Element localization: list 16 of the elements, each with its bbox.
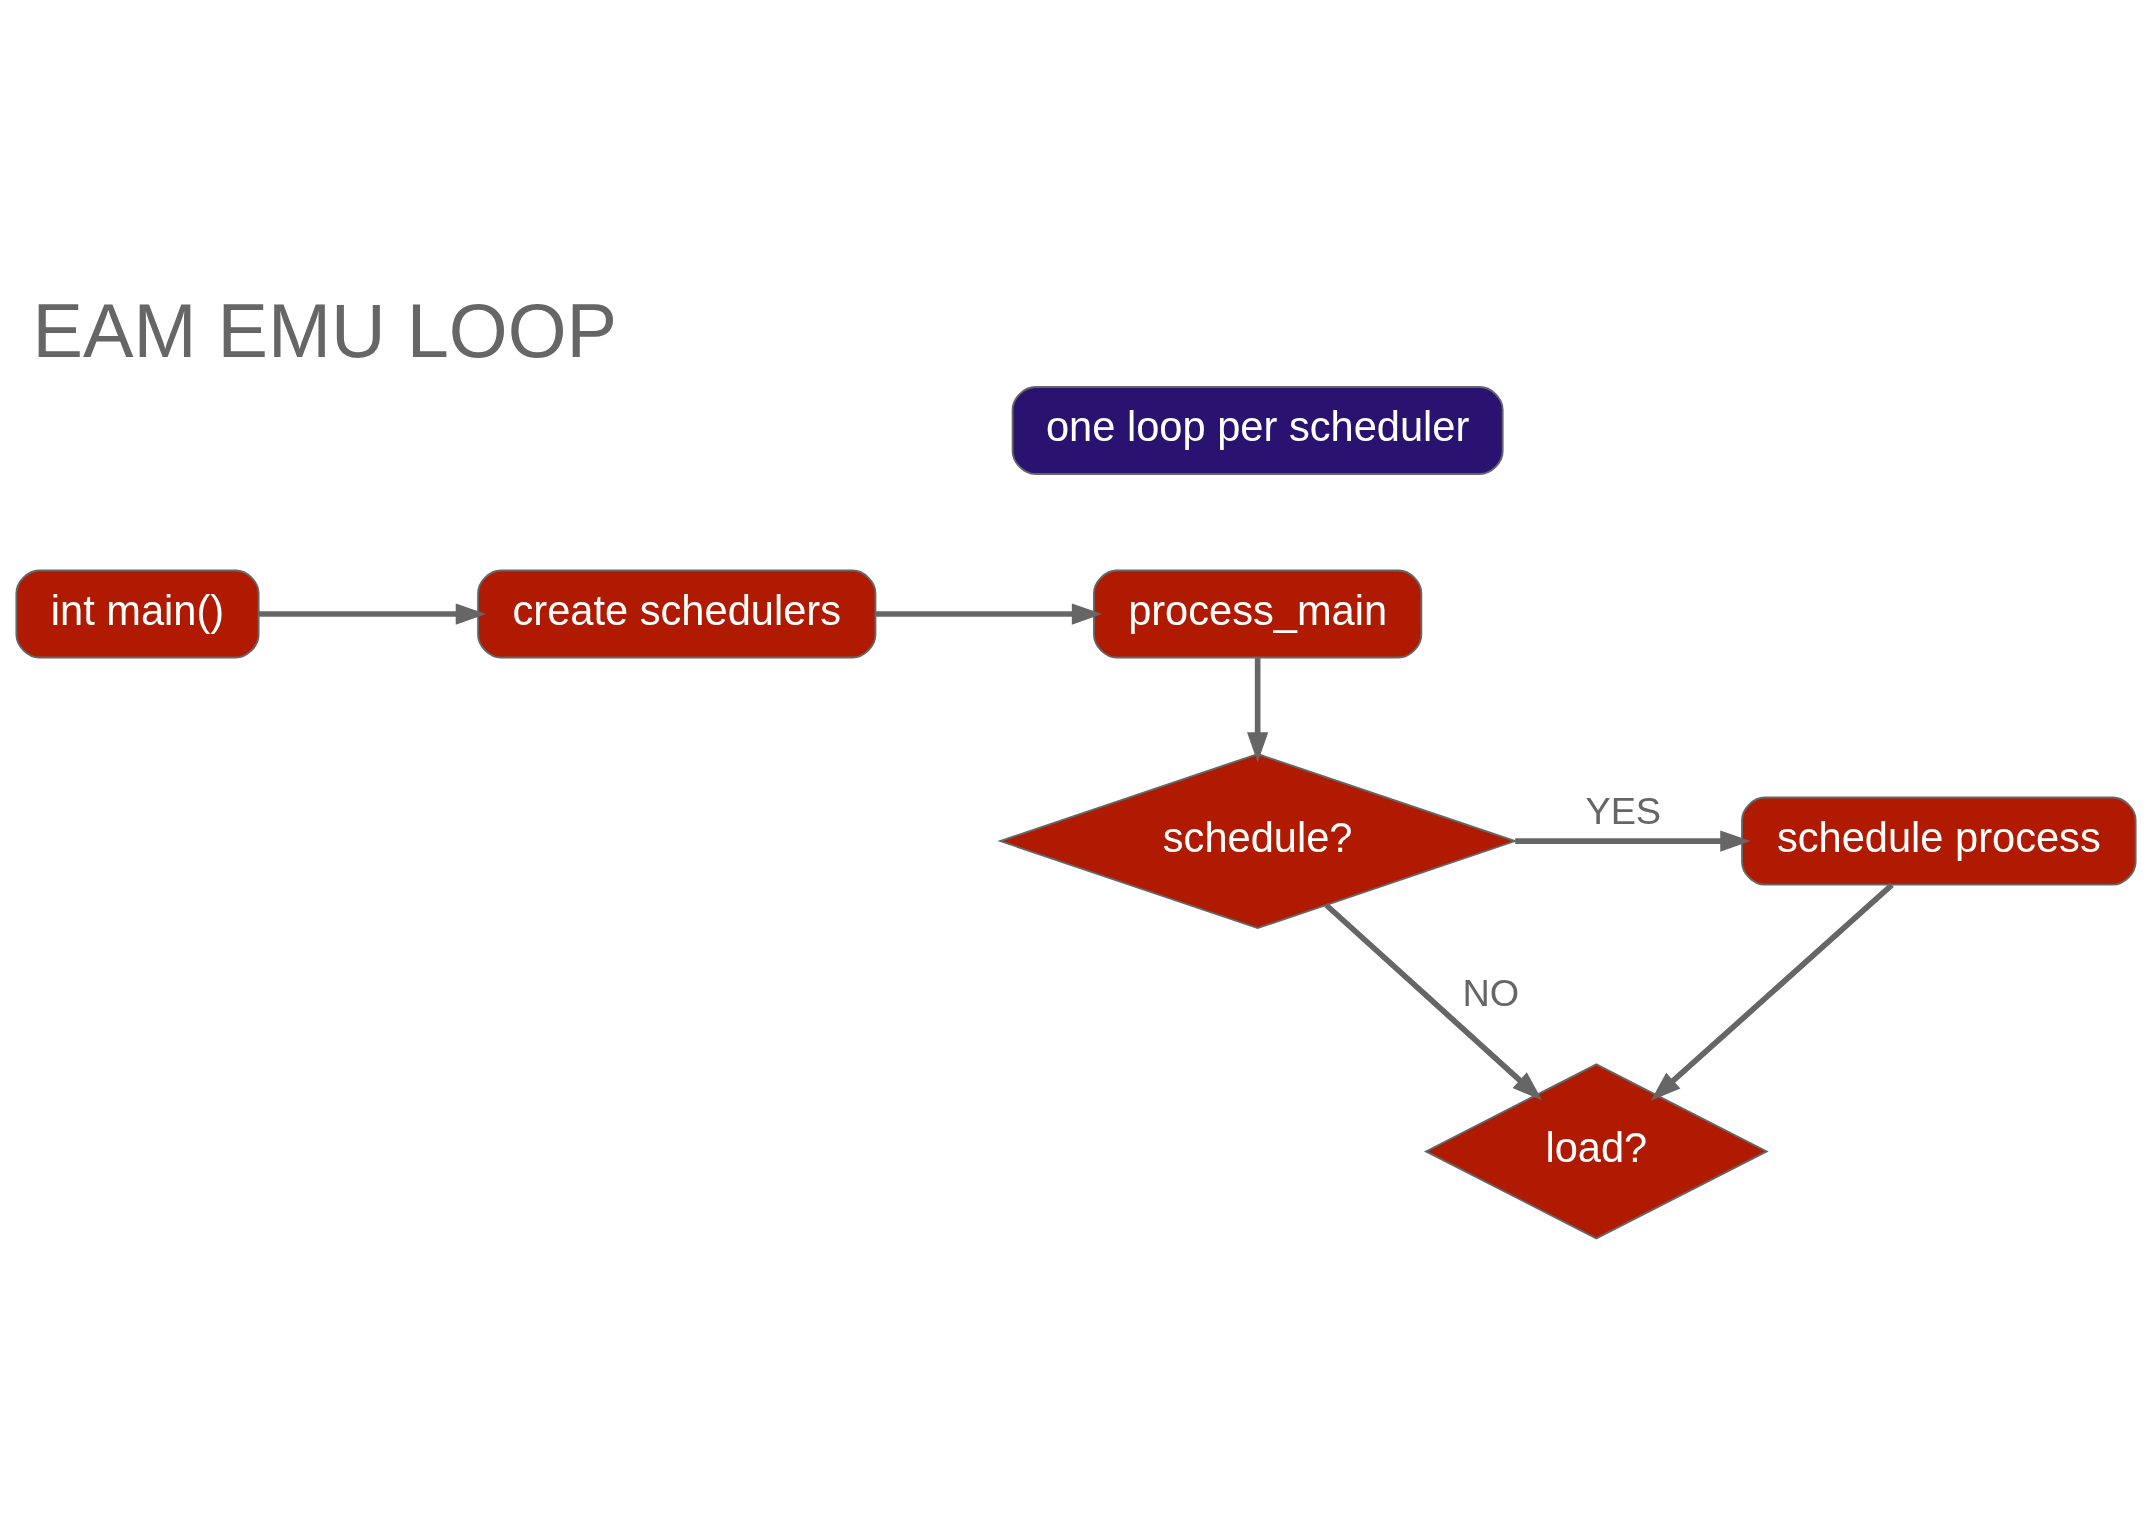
node-box: schedule process: [1741, 796, 2137, 886]
arrow: [1247, 657, 1269, 763]
node-box: process_main: [1093, 569, 1423, 659]
arrow: [1650, 882, 1894, 1101]
arrow: [258, 603, 487, 625]
diagram-title: EAM EMU LOOP: [32, 287, 618, 373]
arrow: [1324, 902, 1543, 1101]
arrow: [875, 603, 1103, 625]
edge-label: NO: [1462, 971, 1520, 1014]
edge-label: YES: [1585, 790, 1662, 833]
node-box: one loop per scheduler: [1011, 386, 1504, 475]
arrow: [1515, 830, 1751, 852]
node-diamond: load?: [1423, 1063, 1769, 1240]
node-diamond: schedule?: [997, 753, 1518, 930]
node-box: int main(): [15, 569, 260, 659]
node-box: create schedulers: [477, 569, 877, 659]
